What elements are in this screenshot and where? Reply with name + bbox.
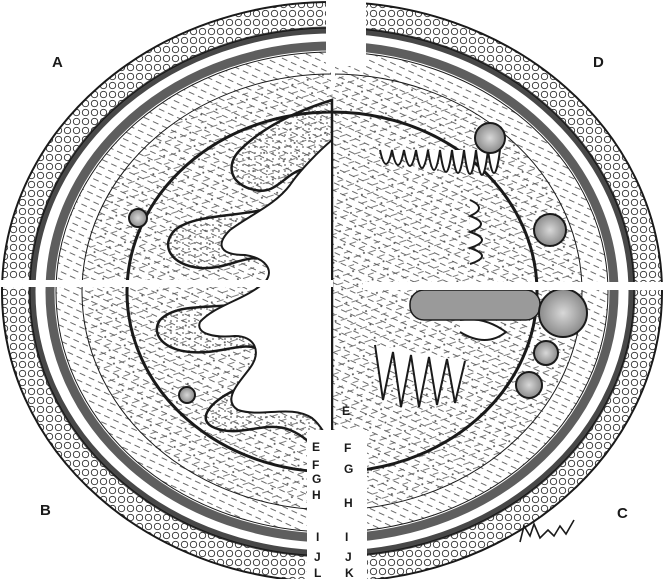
gland-a [129,209,147,227]
layer-label-left-i: I [316,531,319,543]
layer-label-left-g: G [312,473,321,485]
layer-label-right-e: E [342,405,350,417]
gland-b [179,387,195,403]
villi-core-band [410,290,540,320]
divider-horizontal-left [0,280,333,287]
layer-label-left-l: L [314,567,321,579]
quadrant-label-b: B [40,503,51,518]
quadrant-label-c: C [617,506,628,521]
layer-label-left-f: F [312,459,319,471]
lymph-nodule-c1 [539,289,587,337]
layer-label-right-j: J [345,551,352,563]
layer-label-right-k: K [345,567,354,579]
lymph-nodule-c3 [516,372,542,398]
layer-label-right-i: I [345,531,348,543]
lymph-nodule-c2 [534,341,558,365]
lymph-nodule-d2 [534,214,566,246]
lymph-nodule-d1 [475,123,505,153]
quadrant-label-d: D [593,55,604,70]
divider-horizontal-right [363,282,664,290]
layer-label-right-h: H [344,497,353,509]
layer-label-left-j: J [314,551,321,563]
layer-label-right-f: F [344,442,351,454]
layer-label-left-h: H [312,489,321,501]
layer-label-left-e: E [312,441,320,453]
layer-label-right-g: G [344,463,353,475]
divider-vertical-top-gap [330,0,366,60]
quadrant-label-a: A [52,55,63,70]
